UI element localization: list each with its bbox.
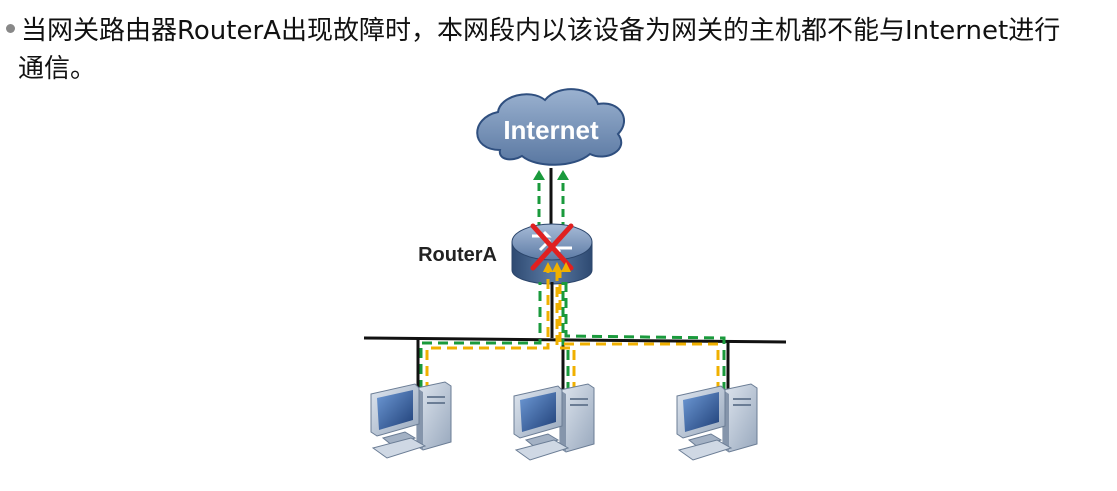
internet-label: Internet bbox=[503, 115, 599, 145]
description-line-2: 通信。 bbox=[6, 50, 1106, 88]
lan-bus bbox=[363, 336, 787, 344]
up-arrow-icon bbox=[552, 262, 562, 272]
pc-1-icon bbox=[370, 381, 452, 459]
green-uplink-arrows bbox=[537, 178, 565, 230]
internet-cloud-icon: Internet bbox=[476, 88, 625, 166]
bullet-icon bbox=[6, 24, 15, 33]
router-icon bbox=[511, 223, 593, 285]
pc-2-icon bbox=[513, 383, 595, 461]
up-arrow-icon bbox=[543, 262, 553, 272]
line-1-text: 当网关路由器RouterA出现故障时，本网段内以该设备为网关的主机都不能与Int… bbox=[21, 16, 1061, 46]
description-line-1: 当网关路由器RouterA出现故障时，本网段内以该设备为网关的主机都不能与Int… bbox=[6, 12, 1106, 50]
description-text: 当网关路由器RouterA出现故障时，本网段内以该设备为网关的主机都不能与Int… bbox=[6, 12, 1106, 88]
up-arrow-icon bbox=[533, 170, 545, 180]
yellow-paths bbox=[425, 270, 720, 392]
failure-x-icon bbox=[530, 223, 574, 271]
line-2-text: 通信。 bbox=[18, 54, 97, 84]
up-arrow-icon bbox=[557, 170, 569, 180]
pc-3-icon bbox=[676, 383, 758, 461]
router-label: RouterA bbox=[418, 244, 497, 266]
up-arrow-icon bbox=[561, 262, 571, 272]
